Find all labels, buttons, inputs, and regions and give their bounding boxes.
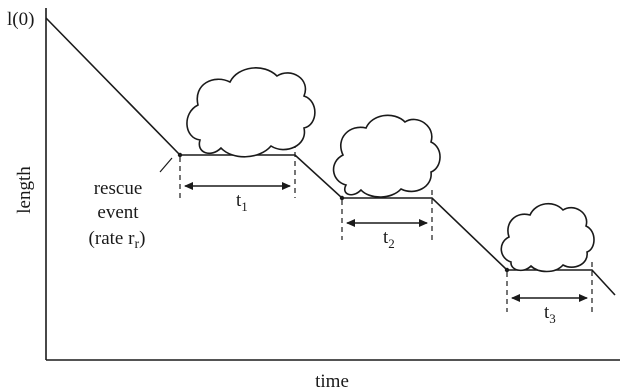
interval-label-2-base: t (383, 227, 389, 248)
interval-label-3-base: t (544, 302, 550, 323)
rescue-point-3 (504, 267, 510, 273)
interval-label-1-sub: 1 (241, 199, 248, 214)
y0-label: l(0) (7, 9, 34, 30)
interval-label-2-sub: 2 (388, 236, 395, 251)
rescue-point-1 (177, 152, 183, 158)
rescue-label-line1: rescue (94, 178, 143, 199)
interval-label-1: t1 (236, 190, 248, 214)
rescue-label-line2: event (97, 202, 139, 223)
interval-label-2: t2 (383, 227, 395, 251)
y-axis-label: length (14, 166, 35, 214)
interval-label-1-base: t (236, 190, 242, 211)
rescue-rate-prefix: (rate r (89, 228, 136, 249)
rescue-label-line3: (rate rr) (89, 228, 146, 252)
rescue-point-2 (339, 195, 345, 201)
rescue-rate-sub: r (134, 237, 139, 252)
interval-label-3: t3 (544, 302, 556, 326)
rescue-pointer (159, 157, 173, 173)
rescue-rate-suffix: ) (139, 228, 145, 249)
cloud-2 (332, 114, 441, 198)
cloud-3 (500, 202, 595, 273)
x-axis-label: time (315, 371, 349, 391)
cloud-1 (186, 67, 316, 158)
length-trajectory (45, 17, 616, 296)
interval-label-3-sub: 3 (549, 311, 556, 326)
